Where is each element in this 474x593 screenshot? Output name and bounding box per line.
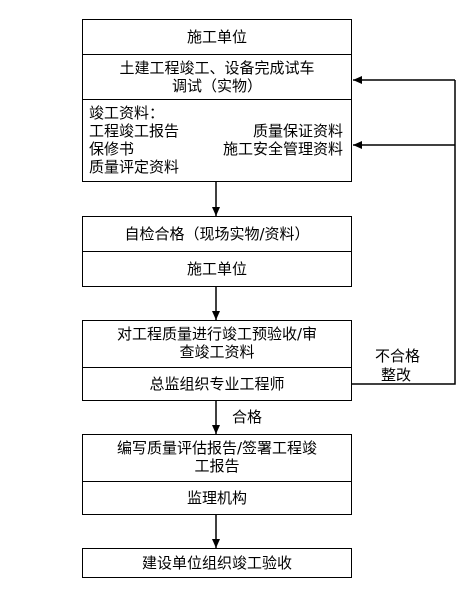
box2-line1: 自检合格（现场实物/资料）	[124, 225, 310, 243]
label-pass: 合格	[232, 408, 263, 426]
feedback-line	[352, 80, 456, 385]
box4-bottom-section: 监理机构	[83, 482, 351, 507]
box2-top-section: 自检合格（现场实物/资料）	[83, 217, 351, 252]
box-pre-acceptance: 对工程质量进行竣工预验收/审 查竣工资料 总监组织专业工程师	[82, 320, 352, 401]
box1-line2: 调试（实物）	[171, 77, 262, 95]
docs-row-2: 保修书 施工安全管理资料	[89, 140, 351, 158]
doc-quality-assurance: 质量保证资料	[252, 122, 343, 140]
box5-section: 建设单位组织竣工验收	[83, 549, 351, 572]
box3-line2: 查竣工资料	[179, 343, 255, 361]
box1-line1: 土建工程竣工、设备完成试车	[119, 59, 315, 77]
doc-warranty: 保修书	[89, 140, 135, 158]
box2-bottom-section: 施工单位	[83, 252, 351, 278]
docs-row-1: 工程竣工报告 质量保证资料	[89, 122, 351, 140]
box2-line2: 施工单位	[186, 260, 247, 278]
box1-title-section: 施工单位	[83, 20, 351, 55]
box5-line1: 建设单位组织竣工验收	[141, 554, 292, 572]
box-final-acceptance: 建设单位组织竣工验收	[82, 548, 352, 578]
box1-completion-section: 土建工程竣工、设备完成试车 调试（实物）	[83, 55, 351, 100]
label-fail: 不合格	[375, 347, 421, 365]
box1-docs-section: 竣工资料： 工程竣工报告 质量保证资料 保修书 施工安全管理资料 质量评定资料	[83, 100, 351, 176]
box4-top-section: 编写质量评估报告/签署工程竣 工报告	[83, 435, 351, 482]
box-supervision: 编写质量评估报告/签署工程竣 工报告 监理机构	[82, 434, 352, 515]
box3-line1: 对工程质量进行竣工预验收/审	[116, 325, 318, 343]
box3-line3: 总监组织专业工程师	[149, 375, 285, 393]
box1-title: 施工单位	[186, 28, 247, 46]
doc-completion-report: 工程竣工报告	[89, 122, 180, 140]
doc-safety-management: 施工安全管理资料	[222, 140, 343, 158]
box3-top-section: 对工程质量进行竣工预验收/审 查竣工资料	[83, 321, 351, 368]
box-construction-unit: 施工单位 土建工程竣工、设备完成试车 调试（实物） 竣工资料： 工程竣工报告 质…	[82, 19, 352, 182]
label-rectify: 整改	[381, 366, 412, 384]
doc-quality-evaluation: 质量评定资料	[89, 158, 180, 176]
box4-line3: 监理机构	[186, 489, 247, 507]
docs-header: 竣工资料：	[89, 104, 165, 122]
box3-bottom-section: 总监组织专业工程师	[83, 368, 351, 393]
box4-line2: 工报告	[194, 457, 240, 475]
box4-line1: 编写质量评估报告/签署工程竣	[116, 439, 318, 457]
box-self-inspection: 自检合格（现场实物/资料） 施工单位	[82, 216, 352, 287]
